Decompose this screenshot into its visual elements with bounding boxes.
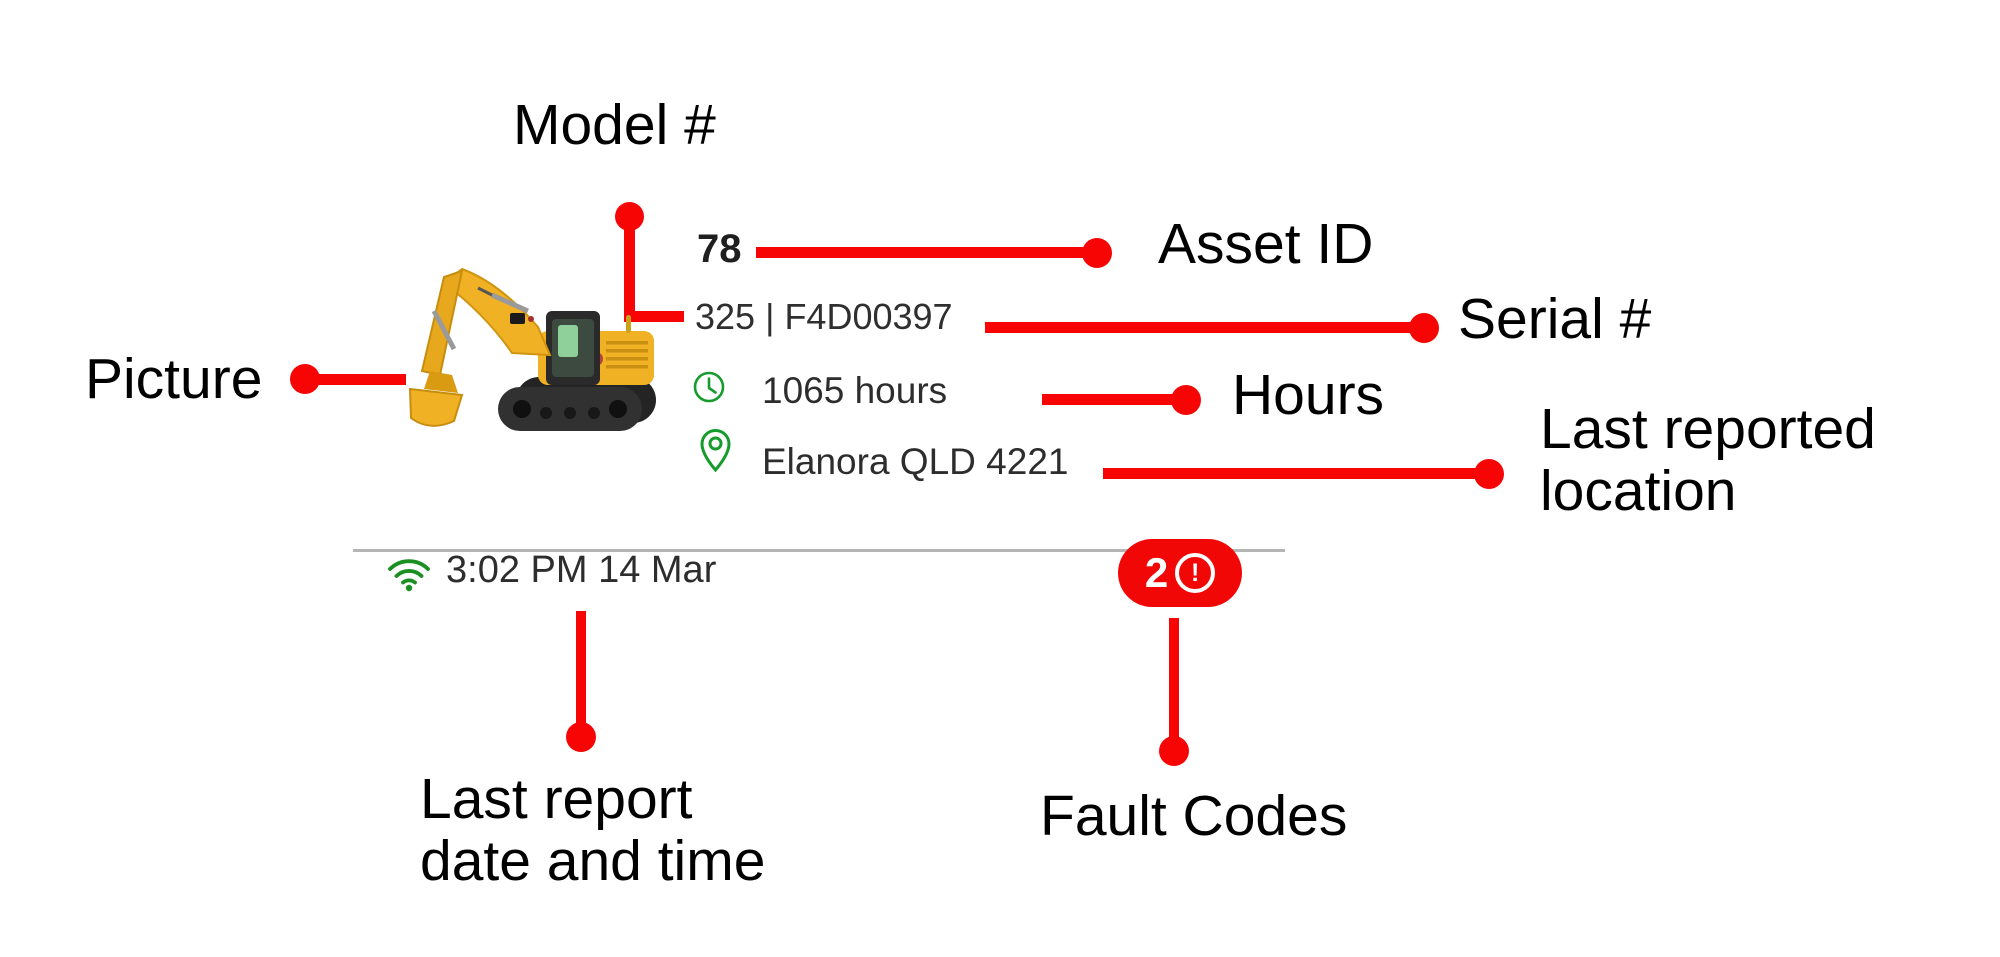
last-report-datetime-label: Last report date and time (420, 768, 765, 892)
fault-codes-label: Fault Codes (1040, 784, 1348, 848)
last-report-callout-dot (566, 722, 596, 752)
location-callout-dot (1474, 459, 1504, 489)
asset-id-callout-line (756, 247, 1091, 258)
fault-count: 2 (1144, 549, 1169, 596)
excavator-graphic (408, 267, 656, 431)
asset-id-value: 78 (697, 227, 742, 271)
model-callout-line-vertical (624, 228, 635, 322)
last-reported-location-label-line2: location (1540, 459, 1737, 523)
picture-label: Picture (85, 347, 263, 411)
excavator-image (400, 253, 660, 433)
exclamation-circle-icon: ! (1175, 553, 1216, 593)
model-serial-value: 325|F4D00397 (695, 296, 953, 338)
location-value: Elanora QLD 4221 (762, 441, 1069, 482)
model-number-label: Model # (513, 93, 716, 157)
wifi-icon (386, 556, 432, 592)
last-reported-location-label-line1: Last reported (1540, 397, 1876, 461)
hours-callout-line (1042, 394, 1177, 405)
clock-icon (692, 370, 726, 404)
last-report-datetime-label-line2: date and time (420, 829, 766, 893)
last-reported-location-label: Last reported location (1540, 398, 1876, 522)
hours-callout-dot (1171, 385, 1201, 415)
card-divider (353, 549, 1285, 552)
fault-codes-badge[interactable]: 2 ! (1118, 539, 1242, 607)
model-number-value: 325 (695, 296, 756, 337)
last-report-value: 3:02 PM 14 Mar (446, 549, 717, 591)
model-callout-line-elbow (624, 311, 684, 322)
location-callout-line (1103, 468, 1481, 479)
map-pin-icon (699, 428, 732, 473)
serial-callout-line (985, 322, 1415, 333)
last-report-datetime-label-line1: Last report (420, 767, 693, 831)
serial-callout-dot (1409, 313, 1439, 343)
hours-label: Hours (1232, 363, 1385, 427)
model-serial-separator: | (765, 296, 775, 337)
exclamation-glyph: ! (1191, 558, 1200, 587)
fault-codes-callout-line (1169, 618, 1179, 739)
hours-value: 1065 hours (762, 370, 948, 411)
serial-number-value: F4D00397 (784, 296, 953, 337)
fault-codes-callout-dot (1159, 736, 1189, 766)
asset-id-label: Asset ID (1158, 212, 1374, 276)
picture-callout-line (314, 374, 406, 385)
last-report-callout-line (576, 611, 586, 725)
serial-number-label: Serial # (1458, 287, 1652, 351)
asset-id-callout-dot (1082, 238, 1112, 268)
model-callout-dot (615, 202, 644, 231)
